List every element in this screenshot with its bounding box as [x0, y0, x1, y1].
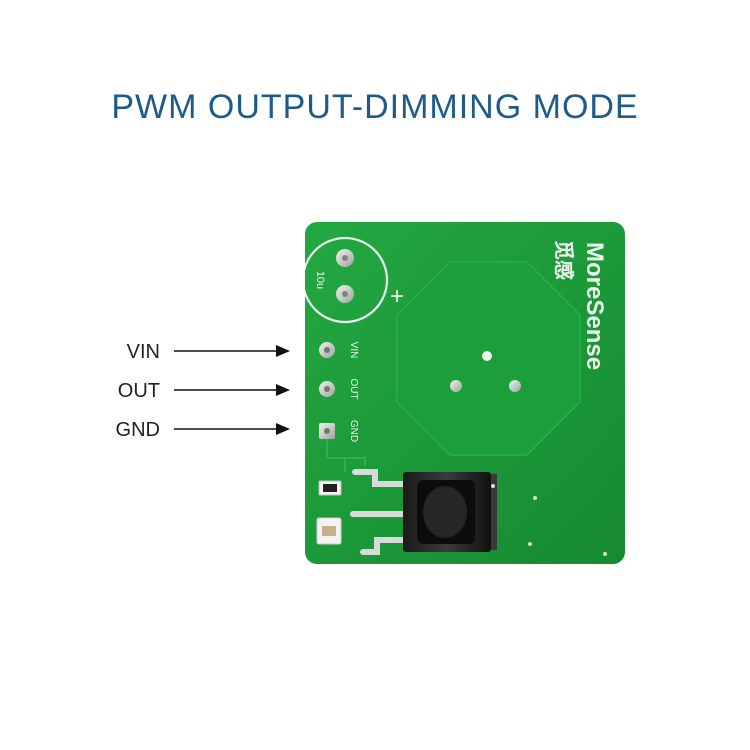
silk-out: OUT [348, 378, 359, 399]
capacitor-footprint: 10u + [305, 236, 404, 324]
arrow-gnd-icon [174, 423, 290, 435]
pin-pads [319, 342, 335, 439]
silk-gnd: GND [348, 420, 359, 442]
polarity-mark: + [390, 283, 404, 310]
pcb-board: 10u + VIN OUT GND MoreSense 觅感 [305, 222, 625, 564]
ir-receiver-leads [350, 469, 408, 555]
cap-marking: 10u [314, 271, 326, 289]
arrow-vin-icon [174, 345, 290, 357]
pin-label-vin: VIN [126, 341, 160, 363]
pin-label-out: OUT [117, 380, 160, 402]
page-title: PWM OUTPUT-DIMMING MODE [111, 88, 639, 126]
brand-cn-text: 觅感 [552, 240, 576, 280]
arrow-out-icon [174, 384, 290, 396]
silk-vin: VIN [348, 342, 359, 359]
ir-receiver-body [403, 472, 497, 552]
pin-label-gnd: GND [115, 419, 160, 441]
brand-text: MoreSense [581, 242, 608, 370]
